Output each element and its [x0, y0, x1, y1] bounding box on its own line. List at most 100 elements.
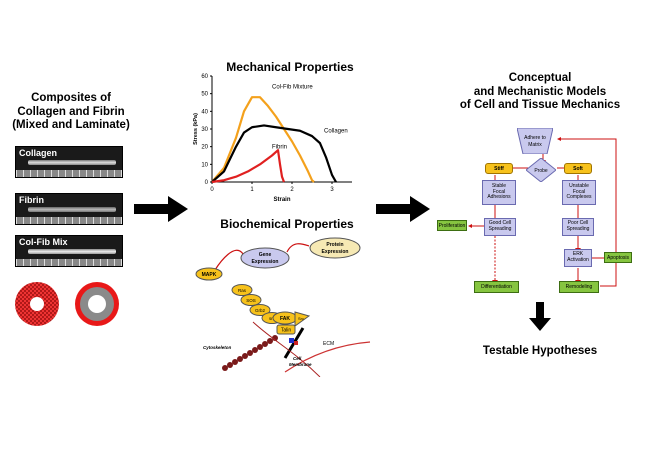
sos-label: SOS [246, 298, 256, 303]
membrane-label-2: Membrane [289, 362, 312, 367]
sample-colfib-tube [28, 249, 116, 254]
cytoskeleton-label: Cytoskeleton [203, 345, 232, 350]
y-tick-label: 60 [201, 74, 208, 80]
probe-decision-node: Probe [526, 158, 556, 182]
sample-fibrin-photo: Fibrin [15, 193, 123, 225]
src-label: src [269, 316, 276, 321]
sample-collagen-tube [28, 160, 116, 165]
composites-title-line-1: Composites of [31, 92, 111, 104]
integrin-blue [289, 338, 294, 343]
differentiation-node: Differentiation [474, 281, 519, 293]
actin-filament [222, 335, 278, 371]
series-label-collagen: Collagen [324, 129, 348, 135]
proliferation-node: Proliferation [437, 220, 467, 231]
src-kinase-node [294, 311, 311, 327]
series-line-collagen [211, 124, 337, 183]
ecm-fiber [284, 341, 371, 373]
adhere-to-matrix-node: Adhere to Matrix [517, 128, 553, 154]
poor-line-1: Poor Cell [567, 220, 589, 227]
protein-expression-node [309, 237, 361, 259]
series-line-col-fib-mixture [211, 96, 315, 183]
protein-label-1: Protein [326, 242, 343, 248]
grb2-node [249, 304, 271, 316]
ecm-label: ECM [323, 341, 334, 347]
stable-line-1: Stable [491, 182, 507, 189]
sample-fibrin-label: Fibrin [19, 195, 44, 205]
arrow-down [529, 302, 551, 331]
unstable-line-2: Focal [572, 188, 586, 195]
x-tick-label: 1 [250, 187, 254, 193]
composites-title-line-3: (Mixed and Laminate) [12, 119, 130, 132]
good-line-2: Spreading [488, 226, 512, 232]
src-kinase-label: Src [298, 316, 304, 321]
gene-label-2: Expression [252, 259, 279, 265]
y-tick-label: 0 [205, 180, 209, 186]
talin-node [276, 324, 296, 335]
apoptosis-node: Apoptosis [604, 252, 632, 263]
composites-title: Composites of Collagen and Fibrin (Mixed… [8, 92, 134, 133]
arrow-left-to-middle [134, 196, 188, 222]
series-label-fibrin: Fibrin [272, 144, 287, 150]
cross-section-rings [15, 282, 119, 326]
y-tick-label: 40 [201, 109, 208, 115]
good-line-1: Good Cell [488, 220, 512, 227]
adhere-label-2: Matrix [528, 142, 542, 148]
ras-label: Ras [238, 288, 247, 293]
y-tick-label: 10 [201, 162, 208, 168]
mechanical-title: Mechanical Properties [226, 60, 354, 74]
sos-node [240, 294, 262, 306]
series-label-col-fib-mixture: Col-Fib Mixture [272, 84, 313, 90]
testable-hypotheses: Testable Hypotheses [482, 345, 598, 357]
models-title-line-2: and Mechanistic Models [473, 85, 607, 98]
talin-label: Talin [281, 328, 292, 334]
y-tick-label: 20 [201, 145, 208, 151]
soft-node: Soft [564, 163, 592, 174]
sample-collagen-photo: Collagen [15, 146, 123, 178]
sample-collagen-label: Collagen [19, 148, 58, 158]
sample-fibrin-tube [28, 207, 116, 212]
grb2-label: Grb2 [255, 308, 266, 313]
sample-collagen-ruler [16, 170, 122, 177]
x-tick-label: 3 [330, 187, 334, 193]
y-axis-label: Stress (kPa) [193, 113, 199, 145]
x-axis-label: Strain [273, 197, 290, 203]
probe-label: Probe [534, 168, 548, 174]
gene-label-1: Gene [259, 252, 272, 258]
protein-label-2: Expression [322, 249, 349, 255]
stable-line-3: Adhesions [487, 194, 511, 201]
arrow-middle-to-right [376, 196, 430, 222]
gene-expression-node [240, 247, 290, 269]
x-tick-label: 0 [210, 187, 214, 193]
membrane-label-1: Cell [293, 356, 302, 361]
sample-colfib-ruler [16, 259, 122, 266]
y-tick-label: 50 [201, 92, 208, 98]
poor-line-2: Spreading [566, 226, 590, 232]
sample-colfib-photo: Col-Fib Mix [15, 235, 123, 267]
sample-fibrin-ruler [16, 217, 122, 224]
signaling-diagram: Gene Expression Protein Expression MAPK … [195, 237, 371, 377]
remodeling-node: Remodeling [559, 281, 599, 293]
unstable-line-3: Complexes [566, 194, 592, 201]
fak-label: FAK [280, 316, 290, 322]
sample-colfib-label: Col-Fib Mix [19, 237, 68, 247]
composites-title-line-2: Collagen and Fibrin [17, 105, 125, 118]
models-title-line-1: Conceptual [508, 72, 572, 84]
x-tick-label: 2 [290, 187, 294, 193]
models-title-line-3: of Cell and Tissue Mechanics [459, 99, 621, 112]
ras-node [231, 284, 253, 296]
models-title: Conceptual and Mechanistic Models of Cel… [440, 72, 640, 113]
erk-line-2: Activation [567, 257, 589, 263]
stable-line-2: Focal [492, 188, 506, 195]
integrin-red [294, 341, 298, 345]
mapk-label: MAPK [202, 272, 217, 278]
unstable-line-1: Unstable [569, 182, 589, 189]
series-line-fibrin [211, 149, 286, 184]
y-tick-label: 30 [201, 127, 208, 133]
cell-membrane-line [252, 321, 321, 377]
biochemical-title: Biochemical Properties [220, 217, 354, 231]
